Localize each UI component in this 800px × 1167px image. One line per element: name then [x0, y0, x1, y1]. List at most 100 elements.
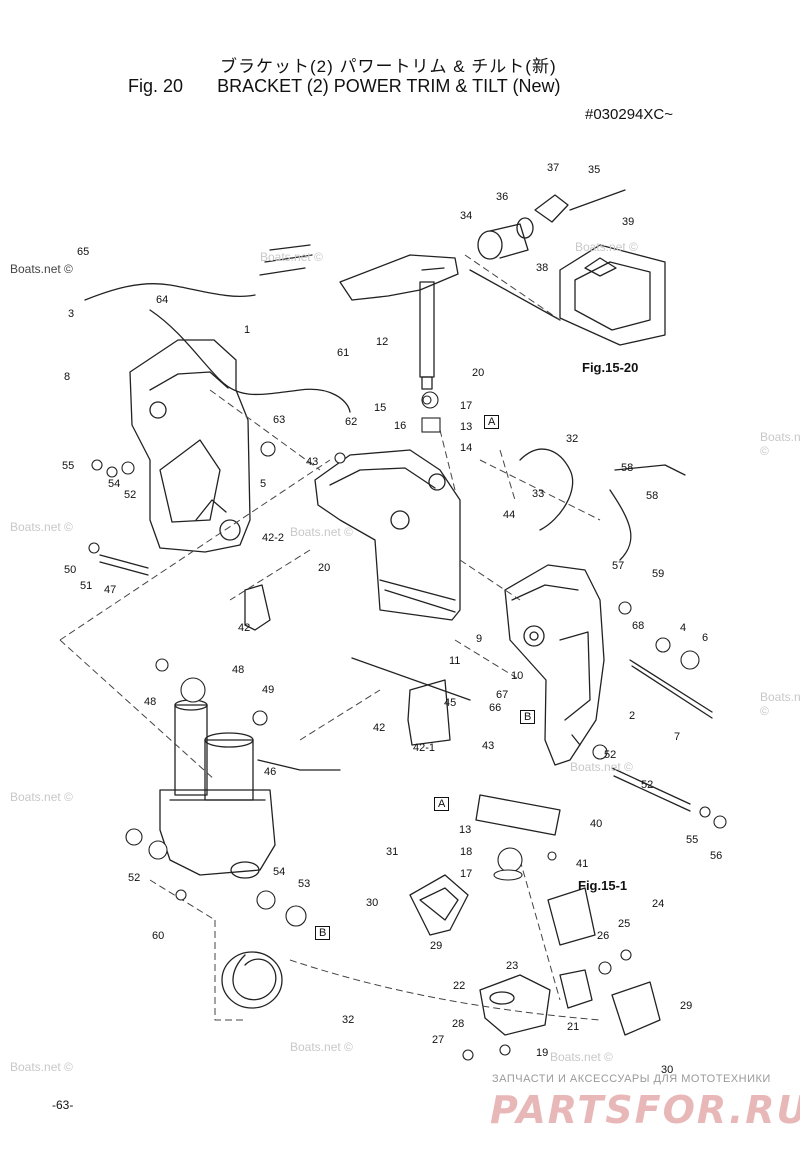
callout-label: 2	[629, 710, 636, 722]
callout-label: 18	[460, 846, 473, 858]
serial-number: #030294XC~	[585, 106, 673, 123]
callout-label: 52	[604, 749, 617, 761]
callout-label: 33	[532, 488, 545, 500]
callout-label: 23	[506, 960, 519, 972]
watermark: Boats.net ©	[290, 1040, 353, 1054]
watermark: Boats.net ©	[10, 520, 73, 534]
page-number: -63-	[52, 1098, 74, 1112]
callout-label: 31	[386, 846, 399, 858]
callout-label: 60	[152, 930, 165, 942]
callout-label: 36	[496, 191, 509, 203]
bracket-left-part	[129, 339, 251, 553]
callout-label: 21	[567, 1021, 580, 1033]
callout-label: 30	[366, 897, 379, 909]
reference-box-a: A	[434, 797, 450, 811]
watermark: Boats.net ©	[290, 525, 353, 539]
tilt-lock-part	[409, 794, 661, 1036]
callout-label: 37	[547, 162, 560, 174]
callout-label: 53	[298, 878, 311, 890]
callout-label: 9	[476, 633, 483, 645]
callout-label: 62	[345, 416, 358, 428]
callout-label: 59	[652, 568, 665, 580]
callout-label: 13	[459, 824, 472, 836]
callout-label: 32	[342, 1014, 355, 1026]
callout-label: 35	[588, 164, 601, 176]
engine-mount-plate-part	[469, 244, 666, 346]
reference-box-a: A	[484, 415, 500, 429]
callout-label: 24	[652, 898, 665, 910]
power-trim-tilt-unit-part	[159, 699, 341, 879]
callout-label: 46	[264, 766, 277, 778]
shop-logo: PARTSFOR.RU	[490, 1088, 800, 1132]
watermark: Boats.net ©	[10, 790, 73, 804]
hose-part	[221, 951, 283, 1009]
callout-label: 51	[80, 580, 93, 592]
callout-label: 43	[482, 740, 495, 752]
callout-label: 45	[444, 697, 457, 709]
callout-label: 65	[77, 246, 90, 258]
callout-label: 25	[618, 918, 631, 930]
callout-label: 66	[489, 702, 502, 714]
callout-label: 44	[503, 509, 516, 521]
title-japanese: ブラケット(2) パワートリム & チルト(新)	[220, 57, 557, 76]
callout-label: 38	[536, 262, 549, 274]
callout-label: 48	[144, 696, 157, 708]
callout-label: 17	[460, 868, 473, 880]
callout-label: 64	[156, 294, 169, 306]
steering-arm-part	[339, 254, 459, 390]
tilt-stopper-part	[244, 584, 451, 746]
figure-title-english: BRACKET (2) POWER TRIM & TILT (New)	[217, 76, 561, 96]
callout-label: 30	[661, 1064, 674, 1076]
callout-label: 4	[680, 622, 687, 634]
callout-label: 50	[64, 564, 77, 576]
callout-label: 32	[566, 433, 579, 445]
callout-label: 42	[238, 622, 251, 634]
callout-label: 58	[646, 490, 659, 502]
callout-label: 43	[306, 456, 319, 468]
watermark: Boats.net ©	[10, 1060, 73, 1074]
callout-label: 48	[232, 664, 245, 676]
callout-label: 3	[68, 308, 75, 320]
callout-label: 63	[273, 414, 286, 426]
callout-label: 40	[590, 818, 603, 830]
callout-label: 8	[64, 371, 71, 383]
callout-label: 52	[124, 489, 137, 501]
callout-label: 12	[376, 336, 389, 348]
callout-label: 42-2	[262, 532, 285, 544]
callout-label: 41	[576, 858, 589, 870]
callout-label: 68	[632, 620, 645, 632]
callout-label: 49	[262, 684, 275, 696]
reference-box-b: B	[315, 926, 331, 940]
callout-label: 47	[104, 584, 117, 596]
callout-label: 11	[449, 655, 461, 667]
callout-label: 55	[686, 834, 699, 846]
callout-label: 15	[374, 402, 387, 414]
callout-label: 29	[430, 940, 443, 952]
callout-label: 67	[496, 689, 509, 701]
callout-label: 29	[680, 1000, 693, 1012]
callout-label: 13	[460, 421, 473, 433]
watermark: Boats.net ©	[570, 760, 633, 774]
reference-box-b: B	[520, 710, 536, 724]
watermark: Boats.net ©	[550, 1050, 613, 1064]
callout-label: 39	[622, 216, 635, 228]
callout-label: 6	[702, 632, 709, 644]
bracket-right-part	[504, 564, 605, 766]
figure-title: Fig. 20 BRACKET (2) POWER TRIM & TILT (N…	[128, 76, 560, 97]
callout-label: 17	[460, 400, 473, 412]
callout-label: 26	[597, 930, 610, 942]
watermark: Boats.net ©	[760, 690, 800, 718]
callout-label: 55	[62, 460, 75, 472]
watermark: Boats.net ©	[10, 262, 73, 276]
callout-label: 10	[511, 670, 524, 682]
callout-label: 54	[108, 478, 121, 490]
callout-label: 54	[273, 866, 286, 878]
swivel-bracket-part	[314, 449, 461, 621]
callout-label: 52	[128, 872, 141, 884]
callout-label: 20	[472, 367, 485, 379]
wire-harness-part	[84, 244, 686, 561]
callout-label: 34	[460, 210, 473, 222]
callout-label: 27	[432, 1034, 445, 1046]
callout-label: 7	[674, 731, 681, 743]
callout-label: 1	[244, 324, 251, 336]
